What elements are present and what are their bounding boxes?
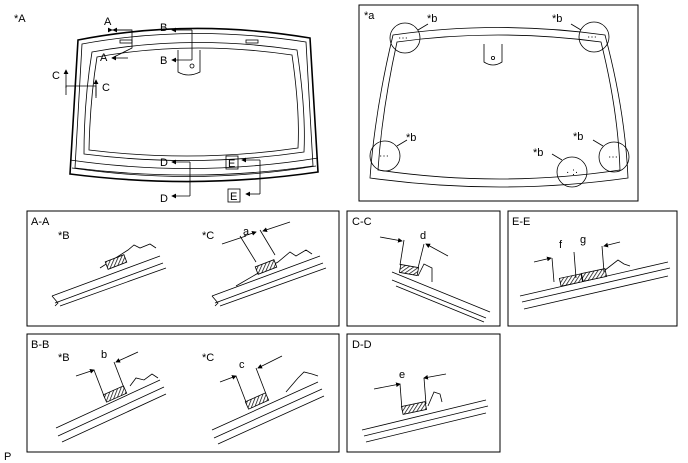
section-c-label-left: C bbox=[52, 70, 60, 82]
bb-right-section: c bbox=[211, 355, 325, 445]
inset-label: *a bbox=[364, 10, 375, 22]
windshield-glass bbox=[69, 27, 319, 183]
inset-b-1: *b bbox=[427, 13, 437, 25]
footer-code: P bbox=[4, 451, 11, 463]
panel-a-a: A-A *B *C a bbox=[26, 210, 340, 327]
panel-e-e-title: E-E bbox=[512, 216, 530, 228]
section-d-label-top: D bbox=[160, 157, 168, 169]
inset-windshield bbox=[369, 27, 629, 188]
panel-a-a-title: A-A bbox=[31, 216, 50, 228]
inset-b-2: *b bbox=[552, 13, 562, 25]
section-c-label-right: C bbox=[102, 82, 110, 94]
svg-text:· :·: · :· bbox=[566, 167, 578, 178]
bb-dim-b: b bbox=[101, 349, 107, 361]
ee-dim-f: f bbox=[559, 239, 563, 251]
panel-d-d: D-D e bbox=[346, 333, 501, 453]
section-e-label-top: E bbox=[228, 158, 235, 170]
panel-a-a-left-tag: *B bbox=[58, 230, 70, 242]
section-mark-c: C C bbox=[52, 69, 110, 98]
aa-right-section: a bbox=[211, 221, 327, 307]
panel-b-b-right-tag: *C bbox=[202, 352, 214, 364]
section-a-label-bottom: A bbox=[100, 52, 108, 64]
svg-text:⋯: ⋯ bbox=[608, 152, 618, 163]
cc-dim-d: d bbox=[420, 230, 426, 242]
svg-text:⋯: ⋯ bbox=[398, 33, 408, 44]
bb-dim-c: c bbox=[239, 359, 245, 371]
panel-b-b-title: B-B bbox=[31, 339, 49, 351]
inset-marker-circles: ⋯ ⋯ ⋯ · :· ⋯ bbox=[369, 21, 630, 188]
section-b-label-top: B bbox=[160, 22, 167, 34]
section-a-label-top: A bbox=[104, 16, 112, 28]
panel-c-c: C-C d bbox=[346, 210, 501, 327]
section-e-label-bottom: E bbox=[230, 191, 237, 203]
svg-text:⋯: ⋯ bbox=[379, 151, 389, 162]
inset-b-3: *b bbox=[406, 132, 416, 144]
section-mark-a: A A bbox=[100, 16, 133, 64]
inset-view: *a ⋯ ⋯ ⋯ · :· ⋯ *b *b *b *b bbox=[358, 4, 639, 202]
section-mark-e: E E bbox=[225, 155, 261, 203]
panel-c-c-title: C-C bbox=[352, 216, 372, 228]
panel-e-e: E-E f g bbox=[507, 210, 678, 327]
main-windshield-view: *A A A B B bbox=[14, 13, 319, 205]
section-mark-d: D D bbox=[160, 157, 191, 205]
aa-left-section bbox=[51, 243, 167, 307]
svg-text:⋯: ⋯ bbox=[587, 32, 597, 43]
section-b-label-bottom: B bbox=[160, 55, 167, 67]
section-mark-b: B B bbox=[160, 22, 193, 67]
inset-b-4: *b bbox=[533, 147, 543, 159]
bb-left-section: b bbox=[55, 349, 167, 443]
inset-b-labels: *b *b *b *b *b bbox=[396, 13, 604, 161]
panel-b-b: B-B *B *C b c bbox=[26, 333, 340, 453]
panel-b-b-left-tag: *B bbox=[58, 352, 70, 364]
dd-dim-e: e bbox=[399, 369, 405, 381]
aa-dim-a: a bbox=[243, 226, 250, 238]
panel-d-d-title: D-D bbox=[352, 339, 372, 351]
panel-a-a-right-tag: *C bbox=[202, 230, 214, 242]
main-view-label: *A bbox=[14, 13, 26, 25]
section-d-label-bottom: D bbox=[160, 193, 168, 205]
inset-b-5: *b bbox=[573, 131, 583, 143]
ee-dim-g: g bbox=[580, 234, 586, 246]
